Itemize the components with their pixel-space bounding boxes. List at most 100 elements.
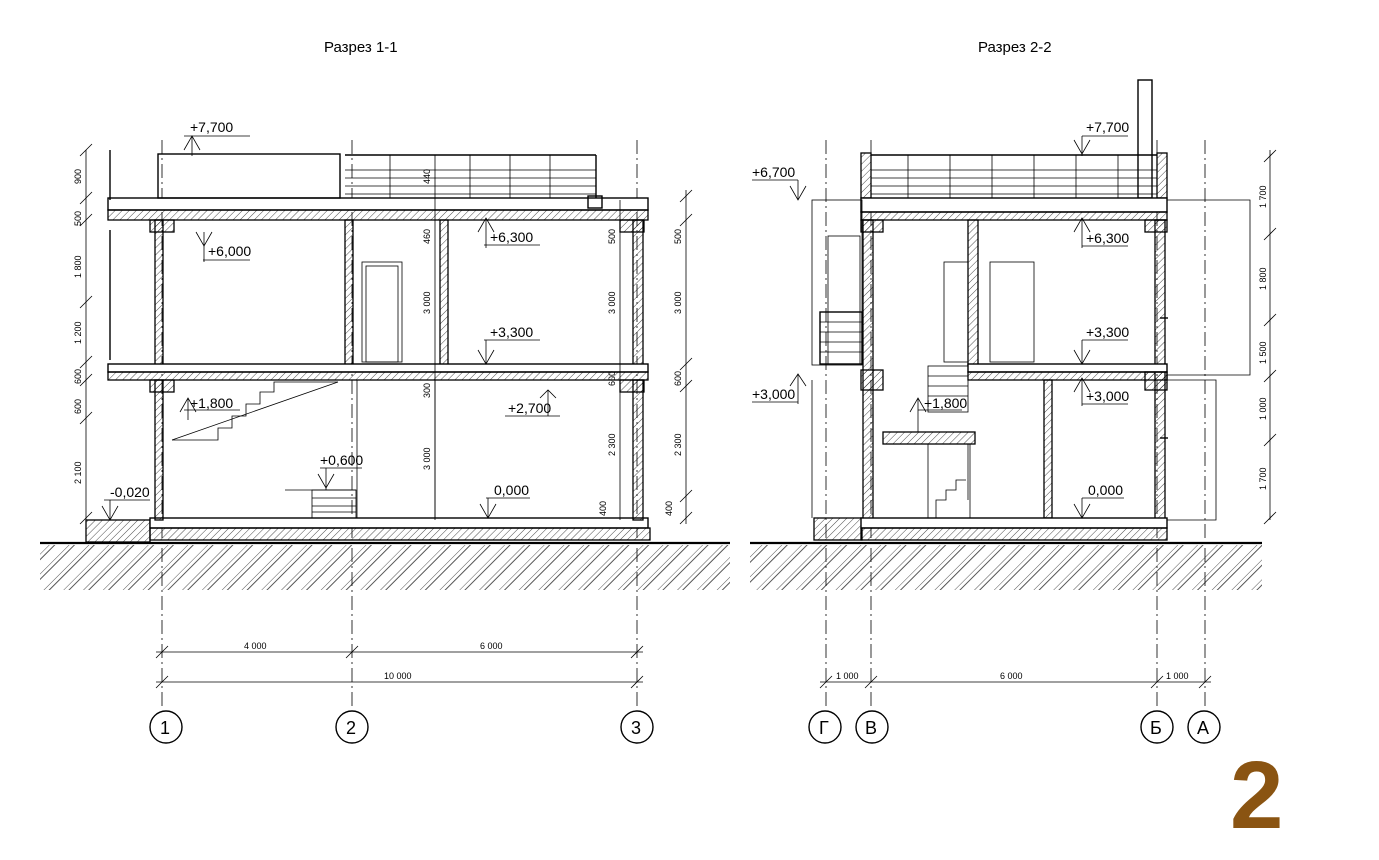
level-label: +3,000 [752,386,795,402]
dim-label: 2 100 [73,461,83,484]
dim-label: 900 [73,169,83,184]
dim-label: 1 500 [1258,341,1268,364]
level-label: +6,300 [490,229,533,245]
right-dim-chain-outer-1: 500 3 000 600 2 300 400 [664,189,693,525]
axis-bubble: А [1187,710,1221,744]
axis-label: А [1197,718,1209,738]
dim-label: 10 000 [384,671,412,681]
section-1-1-title: Разрез 1-1 [324,39,398,56]
level-mark: +6,000 [195,231,251,262]
plinth-1 [85,517,651,543]
section-2-2: Разрез 2-2 [750,39,1277,744]
level-label: +6,000 [208,243,251,259]
level-label: 0,000 [1088,482,1123,498]
level-mark: +1,800 [909,395,967,432]
roof-railing-1 [109,150,597,360]
dim-label: 440 [422,169,432,184]
dim-label: 500 [607,229,617,244]
level-label: +3,000 [1086,388,1129,404]
axis-bubble: 3 [620,710,654,744]
dim-label: 3 000 [673,291,683,314]
inner-dim-chain-1: 440 460 3 000 300 3 000 [422,155,436,520]
level-label: +0,600 [320,452,363,468]
dim-label: 1 700 [1258,467,1268,490]
axis-bubbles-1: 1 2 3 [149,710,654,744]
level-mark: +6,300 [477,217,540,248]
axis-bubble: 2 [335,710,369,744]
dim-label: 4 000 [244,641,267,651]
level-label: +1,800 [190,395,233,411]
level-mark: +3,000 [1073,377,1129,406]
level-label: +3,300 [1086,324,1129,340]
dim-label: 1 000 [1166,671,1189,681]
axis-bubble: Б [1140,710,1174,744]
dim-label: 1 200 [73,321,83,344]
dim-label: 300 [422,383,432,398]
openings-2 [927,261,1168,519]
right-outline-2 [1167,199,1251,521]
dim-label: 400 [664,501,674,516]
section-2-2-title: Разрез 2-2 [978,39,1052,56]
level-mark: 0,000 [479,482,530,519]
level-label: +3,300 [490,324,533,340]
page-number: 2 [1230,742,1283,849]
ground-2 [750,541,1262,590]
dim-label: 3 000 [422,291,432,314]
level-mark: +2,700 [505,389,560,417]
right-dim-chain-inner-1: 500 3 000 600 2 300 400 [598,200,621,520]
chimney [1137,79,1153,199]
level-label: +1,800 [924,395,967,411]
slabs-2 [860,197,1168,541]
dim-label: 500 [673,229,683,244]
level-mark: +7,700 [183,119,250,156]
level-label: +7,700 [1086,119,1129,135]
section-1-1: Разрез 1-1 [40,39,730,744]
level-label: +6,300 [1086,230,1129,246]
level-label: +7,700 [190,119,233,135]
level-mark: +1,800 [179,395,240,420]
level-markers-1: +7,700 +6,000 +6,300 +3,300 [101,119,560,521]
right-dim-chain-2: 1 700 1 800 1 500 1 000 1 700 [1258,149,1277,525]
dim-label: 1 700 [1258,185,1268,208]
level-mark: -0,020 [101,484,150,521]
level-markers-2: +7,700 +6,700 +6,300 +3,300 [752,119,1129,519]
dim-label: 1 800 [73,255,83,278]
axis-bubbles-2: Г В Б А [808,710,1221,744]
dim-label: 500 [73,211,83,226]
level-mark: +6,700 [752,164,807,201]
axis-label: 2 [346,718,356,738]
axis-label: Г [819,718,829,738]
ground-1 [40,541,730,590]
dim-label: 6 000 [1000,671,1023,681]
level-label: +6,700 [752,164,795,180]
dim-label: 2 300 [607,433,617,456]
dim-label: 3 000 [607,291,617,314]
dim-label: 600 [673,371,683,386]
horizontal-dims-2: 1 000 6 000 1 000 [819,671,1212,689]
axes-lines-1 [161,140,638,710]
dim-label: 600 [607,371,617,386]
level-mark: +0,600 [317,452,363,490]
dim-label: 400 [598,501,608,516]
level-mark: +6,300 [1073,217,1129,248]
axis-label: В [865,718,877,738]
level-mark: 0,000 [1073,482,1124,519]
dim-label: 600 [73,399,83,414]
dim-label: 460 [422,229,432,244]
level-mark: +3,000 [752,373,807,404]
axis-bubble: В [855,710,889,744]
dim-label: 1 000 [1258,397,1268,420]
axis-label: 1 [160,718,170,738]
dim-label: 3 000 [422,447,432,470]
level-mark: +3,300 [1073,324,1129,365]
slabs-1 [107,195,649,393]
axis-bubble: Г [808,710,842,744]
dim-label: 600 [73,369,83,384]
level-mark: +7,700 [1073,119,1129,156]
outside-stair-2 [811,199,863,518]
dim-label: 1 800 [1258,267,1268,290]
dim-label: 1 000 [836,671,859,681]
level-label: -0,020 [110,484,150,500]
level-mark: +3,300 [477,324,540,365]
roof-railing-2 [871,154,1157,198]
